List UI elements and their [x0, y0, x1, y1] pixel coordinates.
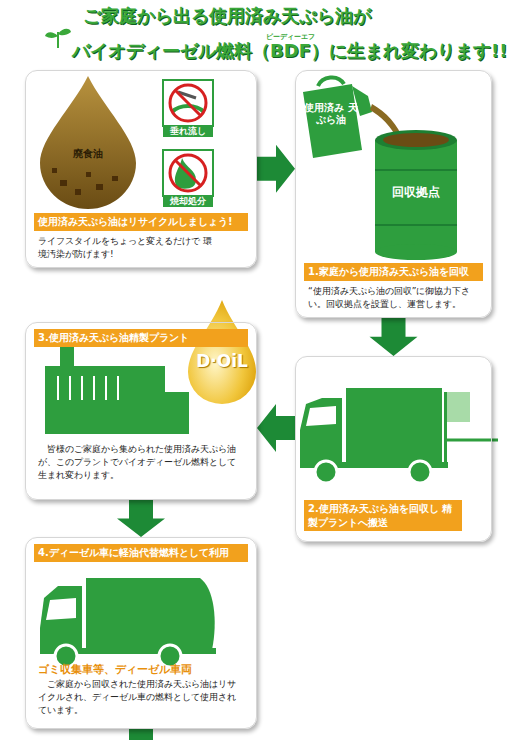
process-box: 3.使用済み天ぷら油精製プラント皆様のご家庭から集められた使用済み天ぷら油が、こ… — [25, 322, 257, 500]
body-text: 皆様のご家庭から集められた使用済み天ぷら油が、このプラントでバイオディーゼル燃料… — [34, 443, 248, 482]
process-box: 4.ディーゼル車に軽油代替燃料として利用ゴミ収集車等、ディーゼル車両ご家庭から回… — [25, 537, 257, 729]
flow-arrow — [257, 404, 295, 452]
step-heading: 1.家庭から使用済み天ぷら油を回収 — [304, 263, 483, 281]
ruby-reading: ビーディーエフ — [266, 33, 315, 41]
picture-label: 垂れ流し — [163, 127, 213, 137]
process-box: 2.使用済み天ぷら油を回収し 精製プラントへ搬送 — [295, 356, 492, 542]
collection-drum — [375, 130, 457, 260]
no-burning-icon — [163, 150, 213, 196]
process-box: 使用済み天ぷら油はリサイクルしましょう! ライフスタイルをちょっと変えるだけで 環… — [25, 70, 257, 268]
collection-truck — [300, 388, 498, 483]
refinery-plant — [45, 346, 189, 434]
body-text: ライフスタイルをちょっと変えるだけで 環境汚染が防げます! — [34, 235, 222, 261]
flow-arrow — [370, 318, 418, 356]
flow-arrow — [117, 500, 165, 537]
sub-heading: ゴミ収集車等、ディーゼル車両 — [34, 662, 248, 677]
body-text: “使用済み天ぷら油の回収”に御協力下さい。回収拠点を設置し、運営します。 — [304, 285, 483, 311]
step-heading: 2.使用済み天ぷら油を回収し 精製プラントへ搬送 — [304, 500, 462, 531]
brand-label: D·OiL — [190, 352, 254, 372]
picture-label: 廃食油 — [66, 148, 110, 160]
picture-label: 回収拠点 — [376, 186, 456, 200]
continuing-arrow-shaft — [129, 729, 153, 740]
step-heading: 3.使用済み天ぷら油精製プラント — [34, 329, 248, 347]
garbage-truck — [40, 578, 216, 667]
leaf-icon — [45, 29, 71, 48]
title-line: ご家庭から出る使用済み天ぷら油が — [72, 4, 507, 28]
title-line: バイオディーゼル燃料（BDF）に生まれ変わります!! — [72, 39, 507, 63]
waste-oil-drop — [40, 76, 136, 209]
no-dumping-icon — [163, 80, 213, 126]
picture-label: 焼却処分 — [163, 197, 213, 207]
picture-label: 使用済み 天ぷら油 — [304, 102, 358, 125]
step-heading: 使用済み天ぷら油はリサイクルしましょう! — [34, 213, 248, 231]
body-text: ご家庭から回収された使用済み天ぷら油はリサイクルされ、ディーゼル車の燃料として使… — [34, 678, 248, 717]
flow-arrow — [257, 145, 295, 193]
step-heading: 4.ディーゼル車に軽油代替燃料として利用 — [34, 544, 248, 562]
bdf-drop — [188, 300, 256, 404]
